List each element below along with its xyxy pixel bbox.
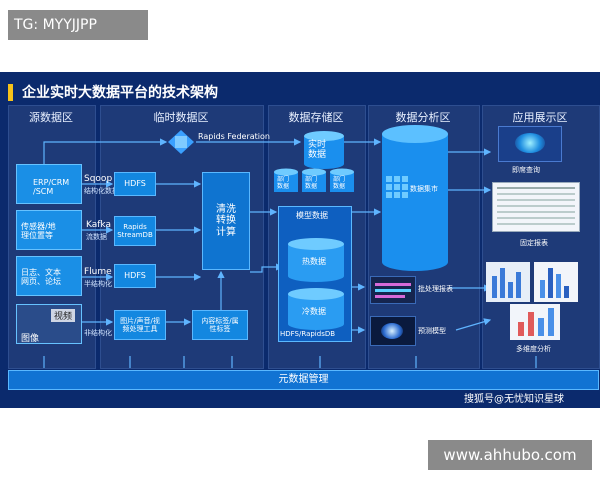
multi-analysis-label: 多维度分析 (516, 345, 551, 353)
dept-cylinders (274, 168, 354, 192)
realtime-cylinder (304, 131, 344, 169)
fixed-report-label: 固定报表 (520, 239, 548, 247)
media-source: 视频 图像 (16, 304, 82, 344)
clean-transform-box: 清洗 转换 计算 (202, 172, 250, 270)
predict-model-thumbnail (370, 316, 416, 346)
flume-label: Flume (84, 267, 112, 277)
batch-report-label: 批处理报表 (418, 285, 453, 293)
bottom-right-watermark: www.ahhubo.com (428, 440, 592, 470)
predict-model-label: 预测模型 (418, 327, 446, 335)
cold-data-label: 冷数据 (302, 307, 326, 316)
title-accent-bar (8, 84, 13, 101)
fixed-report-thumbnail (492, 182, 580, 232)
content-tag-box: 内容标签/属 性标签 (192, 310, 248, 340)
data-mart-label: 数据集市 (410, 185, 438, 193)
temp-column-title: 临时数据区 (153, 111, 209, 124)
top-left-watermark: TG: MYYJJPP (8, 10, 148, 40)
unstructured-sublabel: 非结构化 (84, 329, 112, 337)
erp-source: ERP/CRM /SCM (16, 164, 82, 204)
architecture-diagram: 企业实时大数据平台的技术架构 源数据区 临时数据区 数据存储区 数据分析区 应用… (0, 72, 600, 408)
arrow-predict-multi (455, 318, 492, 331)
image-label: 图像 (21, 334, 40, 344)
instant-query-label: 即席查询 (512, 166, 540, 174)
kafka-sublabel: 流数据 (86, 233, 107, 241)
source-column-title: 源数据区 (29, 111, 73, 124)
rapids-stream-box: Rapids StreamDB (114, 216, 156, 246)
dept-data-label-2: 部门 数据 (305, 176, 318, 190)
multi-analysis-thumbnail-3 (510, 304, 560, 340)
video-label: 视频 (51, 309, 76, 322)
sensor-source: 传感器/地 理位置等 (16, 210, 82, 250)
hdfs-rapids-label: HDFS/RapidsDB (280, 330, 336, 338)
hot-data-label: 热数据 (302, 257, 326, 266)
app-column-title: 应用展示区 (512, 111, 568, 124)
instant-query-thumbnail (498, 126, 562, 162)
diagram-title: 企业实时大数据平台的技术架构 (22, 85, 218, 101)
storage-column-title: 数据存储区 (288, 111, 344, 124)
metadata-management-bar: 元数据管理 (8, 370, 599, 390)
federation-icon (168, 130, 194, 154)
batch-report-thumbnail (370, 276, 416, 304)
erp-label: ERP/CRM /SCM (33, 178, 70, 196)
hdfs-box-1: HDFS (114, 172, 156, 196)
dept-data-label-1: 部门 数据 (277, 176, 290, 190)
arrow-source-federation (43, 138, 168, 168)
sensor-label: 传感器/地 理位置等 (21, 222, 56, 240)
analysis-column-title: 数据分析区 (395, 111, 451, 124)
model-data-label: 模型数据 (296, 211, 328, 220)
source-credit: 搜狐号@无忧知识星球 (464, 394, 564, 405)
storage-cylinders-overlay (288, 238, 344, 330)
realtime-data-label: 实时 数据 (308, 140, 327, 161)
flume-sublabel: 半结构化 (84, 280, 112, 288)
multi-analysis-thumbnail-2 (534, 262, 578, 302)
federation-label: Rapids Federation (198, 132, 270, 141)
sqoop-label: Sqoop (84, 174, 113, 184)
dept-data-label-3: 部门 数据 (333, 176, 346, 190)
hdfs-box-2: HDFS (114, 264, 156, 288)
log-label: 日志、文本 网页、论坛 (21, 268, 61, 286)
data-mart-cylinder (382, 125, 448, 271)
data-mart-grid-icon (386, 176, 408, 198)
kafka-label: Kafka (86, 220, 111, 230)
multi-analysis-thumbnail-1 (486, 262, 530, 302)
arrow-clean-hot (250, 263, 284, 273)
sqoop-sublabel: 结构化数据 (84, 187, 119, 195)
media-tool-box: 图片/声音/视 频处理工具 (114, 310, 166, 340)
log-source: 日志、文本 网页、论坛 (16, 256, 82, 296)
